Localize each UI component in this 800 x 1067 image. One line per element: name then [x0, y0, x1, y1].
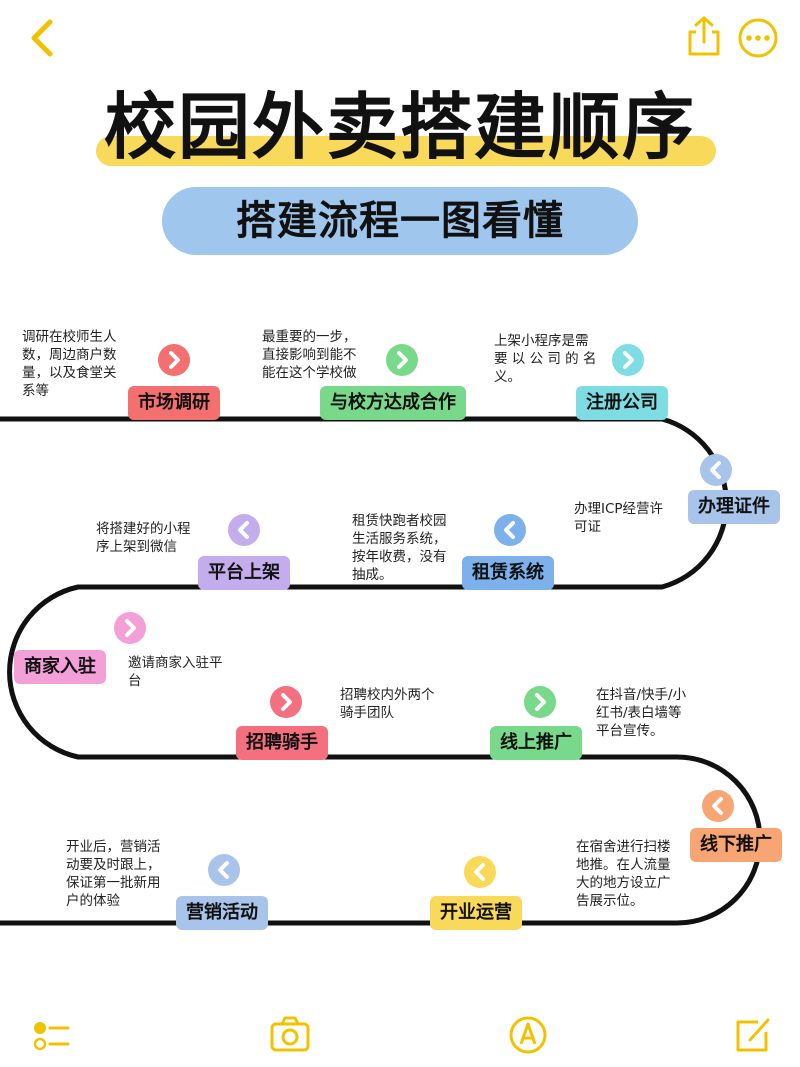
chevron-right-icon [524, 686, 556, 718]
step-desc-line: 平台宣传。 [596, 723, 664, 739]
step-desc-line: 办理ICP经营许 [574, 501, 664, 517]
step-label-6: 平台上架 [198, 556, 290, 590]
step-desc-line: 义。 [494, 369, 521, 385]
chevron-left-icon [702, 790, 734, 822]
step-desc-line: 告展示位。 [576, 893, 644, 909]
more-button[interactable] [736, 16, 780, 60]
step-label-1: 市场调研 [128, 386, 220, 420]
camera-button[interactable] [268, 1014, 312, 1054]
step-label-5: 租赁系统 [462, 556, 554, 590]
step-desc-7: 邀请商家入驻平台 [128, 654, 223, 690]
chevron-left-icon [228, 514, 260, 546]
step-label-3: 注册公司 [576, 386, 668, 420]
share-button[interactable] [684, 14, 724, 58]
pen-button[interactable] [506, 1014, 550, 1056]
title-block: 校园外卖搭建顺序 [70, 84, 730, 174]
step-desc-line: 户的体验 [66, 893, 120, 909]
step-desc-9: 在抖音/快手/小红书/表白墙等平台宣传。 [596, 686, 686, 740]
step-desc-line: 抽成。 [352, 567, 393, 583]
edit-button[interactable] [732, 1014, 776, 1056]
back-button[interactable] [22, 16, 62, 60]
step-desc-line: 邀请商家入驻平 [128, 655, 223, 671]
step-desc-line: 地推。在人流量 [576, 857, 671, 873]
step-desc-line: 序上架到微信 [96, 539, 177, 555]
more-icon [738, 18, 778, 58]
chevron-right-icon [386, 344, 418, 376]
step-desc-line: 直接影响到能不 [262, 347, 357, 363]
step-desc-8: 招聘校内外两个骑手团队 [340, 686, 435, 722]
step-label-2: 与校方达成合作 [320, 386, 466, 420]
chevron-left-icon [494, 514, 526, 546]
step-desc-1: 调研在校师生人数，周边商户数量，以及食堂关系等 [22, 328, 117, 400]
step-desc-line: 系等 [22, 383, 49, 399]
step-desc-line: 大的地方设立广 [576, 875, 671, 891]
step-desc-line: 量，以及食堂关 [22, 365, 117, 381]
step-label-7: 商家入驻 [14, 650, 106, 684]
chevron-left-icon [464, 856, 496, 888]
step-desc-line: 可证 [574, 519, 601, 535]
chevron-left-icon [208, 854, 240, 886]
step-desc-line: 将搭建好的小程 [96, 521, 191, 537]
step-desc-line: 在抖音/快手/小 [596, 687, 687, 703]
step-desc-line: 租赁快跑者校园 [352, 513, 447, 529]
step-desc-6: 将搭建好的小程序上架到微信 [96, 520, 191, 556]
step-label-8: 招聘骑手 [236, 726, 328, 760]
camera-icon [270, 1016, 310, 1052]
step-desc-line: 台 [128, 673, 142, 689]
step-desc-4: 办理ICP经营许可证 [574, 500, 663, 536]
step-label-11: 开业运营 [430, 896, 522, 930]
chevron-left-icon [700, 454, 732, 486]
step-desc-5: 租赁快跑者校园生活服务系统， 按年收费，没有抽成。 [352, 512, 447, 584]
step-label-12: 营销活动 [176, 896, 268, 930]
page-title: 校园外卖搭建顺序 [103, 85, 696, 169]
step-desc-line: 保证第一批新用 [66, 875, 161, 891]
step-label-9: 线上推广 [490, 726, 582, 760]
step-desc-line: 招聘校内外两个 [340, 687, 435, 703]
step-desc-line: 生活服务系统， [352, 531, 447, 547]
step-desc-line: 要 以 公 司 的 名 [494, 351, 597, 367]
chevron-right-icon [158, 344, 190, 376]
step-label-10: 线下推广 [690, 828, 782, 862]
step-desc-line: 最重要的一步， [262, 329, 357, 345]
step-desc-2: 最重要的一步， 直接影响到能不能在这个学校做 [262, 328, 357, 382]
chevron-right-icon [612, 344, 644, 376]
step-label-4: 办理证件 [688, 490, 780, 524]
step-desc-line: 数，周边商户数 [22, 347, 117, 363]
step-desc-3: 上架小程序是需要 以 公 司 的 名义。 [494, 332, 596, 386]
step-desc-line: 按年收费，没有 [352, 549, 447, 565]
chevron-left-icon [31, 19, 53, 57]
step-desc-line: 调研在校师生人 [22, 329, 117, 345]
edit-icon [736, 1018, 770, 1052]
pen-icon [509, 1016, 547, 1054]
step-desc-line: 骑手团队 [340, 705, 394, 721]
step-desc-line: 在宿舍进行扫楼 [576, 839, 671, 855]
step-desc-line: 开业后，营销活 [66, 839, 161, 855]
step-desc-10: 在宿舍进行扫楼地推。在人流量大的地方设立广告展示位。 [576, 838, 671, 910]
chevron-right-icon [114, 612, 146, 644]
step-desc-line: 动要及时跟上， [66, 857, 161, 873]
step-desc-12: 开业后，营销活动要及时跟上， 保证第一批新用户的体验 [66, 838, 161, 910]
checklist-button[interactable] [30, 1016, 74, 1056]
chevron-right-icon [270, 686, 302, 718]
checklist-icon [33, 1022, 70, 1051]
step-desc-line: 上架小程序是需 [494, 333, 589, 349]
step-desc-line: 红书/表白墙等 [596, 705, 682, 721]
title-highlight [96, 136, 716, 166]
share-icon [688, 16, 720, 56]
step-desc-line: 能在这个学校做 [262, 365, 357, 381]
page-subtitle: 搭建流程一图看懂 [162, 187, 638, 255]
